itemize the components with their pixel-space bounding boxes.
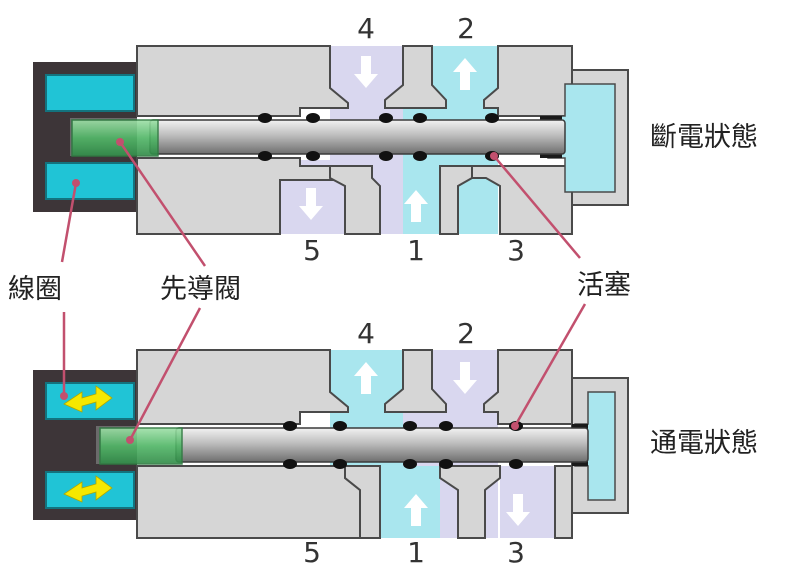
port-label-4: 4: [357, 317, 375, 350]
o-ring: [509, 459, 523, 469]
port-label-4: 4: [357, 12, 375, 45]
port-label-3: 3: [507, 234, 525, 267]
leader-line: [60, 182, 78, 263]
lightning-arrow-icon: [63, 475, 113, 503]
flow-arrows: [354, 362, 530, 526]
o-ring: [306, 151, 320, 161]
o-ring: [283, 421, 297, 431]
leader-dot: [511, 422, 519, 430]
port-label-5: 5: [303, 234, 321, 267]
o-ring: [258, 151, 272, 161]
arrow-down-icon: [354, 56, 378, 88]
spool-rod: [175, 427, 589, 463]
o-rings: [258, 113, 499, 161]
lightning-arrow-icon: [63, 385, 113, 413]
o-ring: [413, 113, 427, 123]
arrow-up-icon: [404, 190, 428, 222]
state-label-on: 通電狀態: [650, 428, 758, 459]
o-ring: [333, 459, 347, 469]
body-center-lower-left: [344, 465, 381, 539]
arrow-up-icon: [404, 494, 428, 526]
coil-lower: [45, 471, 135, 509]
pilot-plunger: [99, 427, 183, 465]
body-left-block: [136, 349, 349, 425]
valve-bottom: 4 2 5 1 3 通電狀態: [33, 317, 758, 569]
o-ring: [379, 151, 393, 161]
arrow-down-icon: [506, 494, 530, 526]
arrow-down-icon: [453, 362, 477, 394]
leader-line: [513, 303, 587, 427]
arrow-up-icon: [354, 362, 378, 394]
leader-line: [493, 155, 581, 259]
coil-upper: [45, 382, 135, 420]
spool-rod: [149, 119, 566, 155]
o-ring: [403, 459, 417, 469]
body-left-lower: [136, 465, 361, 539]
port-label-1: 1: [407, 234, 425, 267]
port-label-3: 3: [507, 536, 525, 568]
leader-dot: [126, 436, 134, 444]
coil-upper: [45, 74, 135, 112]
body-right-lower: [554, 465, 573, 539]
flow-arrows: [299, 56, 477, 222]
state-label-off: 斷電狀態: [650, 122, 758, 153]
port-label-5: 5: [303, 536, 321, 568]
leader-dot: [72, 179, 80, 187]
label-piston: 活塞: [577, 270, 631, 301]
body-left-block: [136, 45, 349, 117]
arrow-down-icon: [299, 188, 323, 220]
leader-dot: [116, 138, 124, 146]
label-pilot-valve: 先導閥: [160, 274, 241, 305]
arrow-up-icon: [453, 58, 477, 90]
body-right-upper: [483, 349, 573, 425]
o-ring: [306, 113, 320, 123]
o-ring: [403, 421, 417, 431]
o-ring: [333, 421, 347, 431]
leader-line: [128, 307, 202, 441]
o-ring: [439, 459, 453, 469]
port-label-2: 2: [457, 317, 475, 350]
energize-arrows: [63, 385, 113, 503]
o-ring: [439, 421, 453, 431]
valve-top: 4 2 5 1 3 斷電狀態: [33, 12, 758, 267]
leader-line: [118, 141, 207, 267]
body-center-upper: [384, 349, 447, 413]
body-center-lower-right: [439, 465, 501, 539]
pilot-plunger: [71, 119, 159, 157]
body-center-lower-left: [329, 165, 381, 235]
o-ring: [258, 113, 272, 123]
label-coil: 線圈: [8, 274, 62, 305]
body-center-upper: [384, 45, 447, 109]
port-label-2: 2: [457, 12, 475, 45]
body-right-upper: [483, 45, 573, 117]
port-label-1: 1: [407, 536, 425, 568]
o-ring: [485, 113, 499, 123]
coil-lower: [45, 162, 135, 200]
leader-dot: [60, 392, 68, 400]
o-ring: [283, 459, 297, 469]
callouts: 線圈 先導閥 活塞: [8, 138, 631, 444]
port-3-passage: [500, 466, 555, 538]
o-ring: [413, 151, 427, 161]
leader-dot: [490, 152, 498, 160]
o-ring: [379, 113, 393, 123]
